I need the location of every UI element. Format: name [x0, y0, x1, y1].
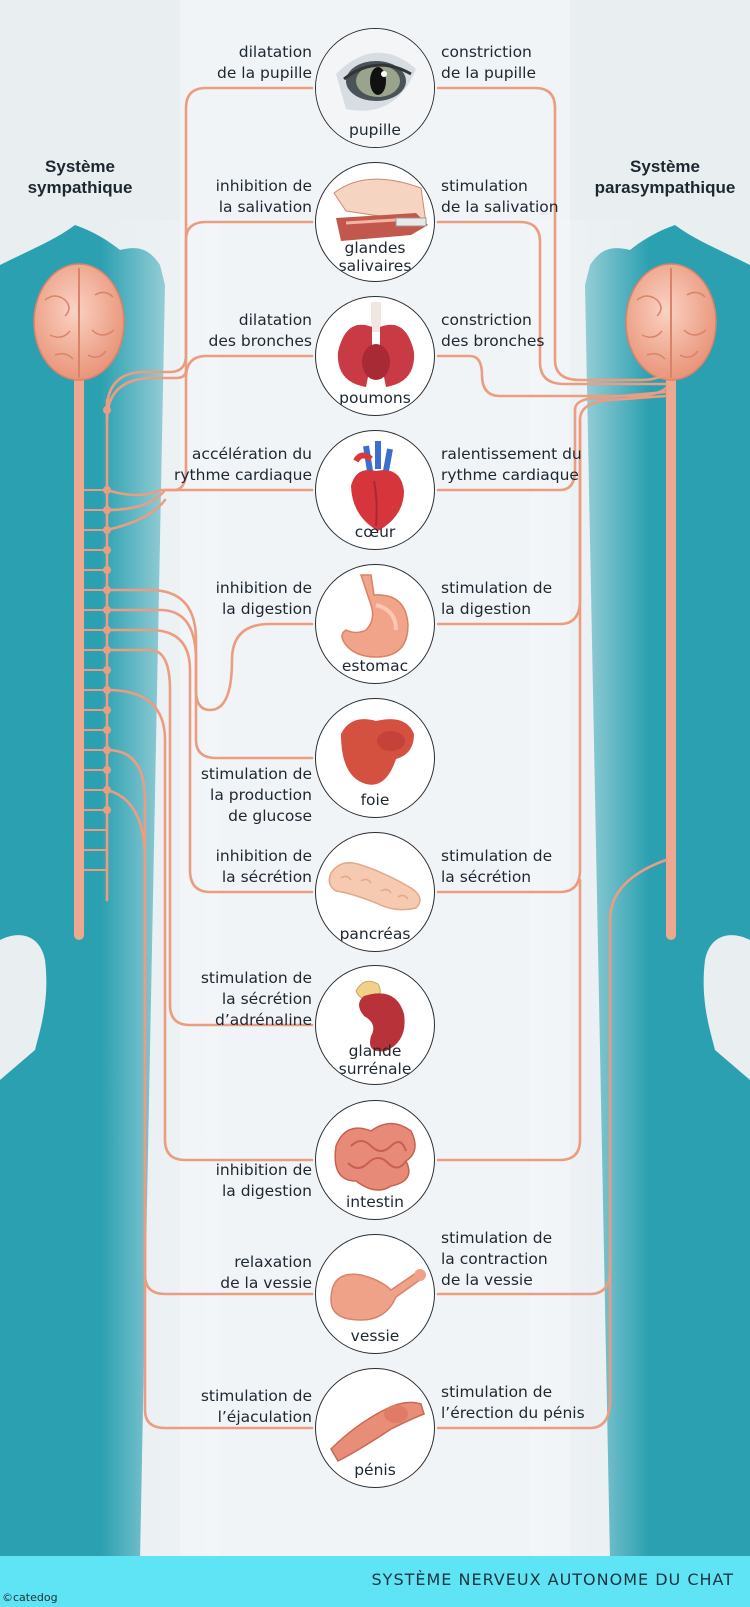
left-cat-hindleg [0, 935, 47, 1080]
right-brain-icon [625, 263, 717, 381]
organ-label: poumons [339, 389, 411, 407]
organ-circle-foie: foie [315, 698, 435, 818]
copyright-notice: ©catedog [2, 1591, 58, 1604]
organ-circle-pancreas: pancréas [315, 832, 435, 952]
organ-circle-penis: pénis [315, 1368, 435, 1488]
footer-bar: SYSTÈME NERVEUX AUTONOME DU CHAT ©catedo… [0, 1556, 750, 1607]
organ-circle-poumons: poumons [315, 296, 435, 416]
organ-label: intestin [345, 1193, 405, 1211]
organ-label: vessie [350, 1327, 400, 1345]
sympathetic-system-title: Système sympathique [27, 157, 133, 197]
parasympathetic-system-title: Système parasympathique [594, 157, 736, 197]
left-brain-icon [33, 263, 125, 381]
organ-label: pénis [354, 1461, 396, 1479]
organ-circle-pupille: pupille [315, 28, 435, 148]
organ-circle-intestin: intestin [315, 1100, 435, 1220]
right-cat-hindleg [703, 935, 750, 1080]
organ-label: cœur [354, 523, 396, 541]
organ-label: foie [360, 791, 390, 809]
organ-label: estomac [341, 657, 409, 675]
organ-label: pupille [349, 121, 401, 139]
organ-circle-coeur: cœur [315, 430, 435, 550]
organ-circle-estomac: estomac [315, 564, 435, 684]
organ-label: pancréas [339, 925, 411, 943]
nerve-pathways [83, 86, 668, 1430]
diagram-title: SYSTÈME NERVEUX AUTONOME DU CHAT [371, 1570, 734, 1589]
organ-circle-vessie: vessie [315, 1234, 435, 1354]
